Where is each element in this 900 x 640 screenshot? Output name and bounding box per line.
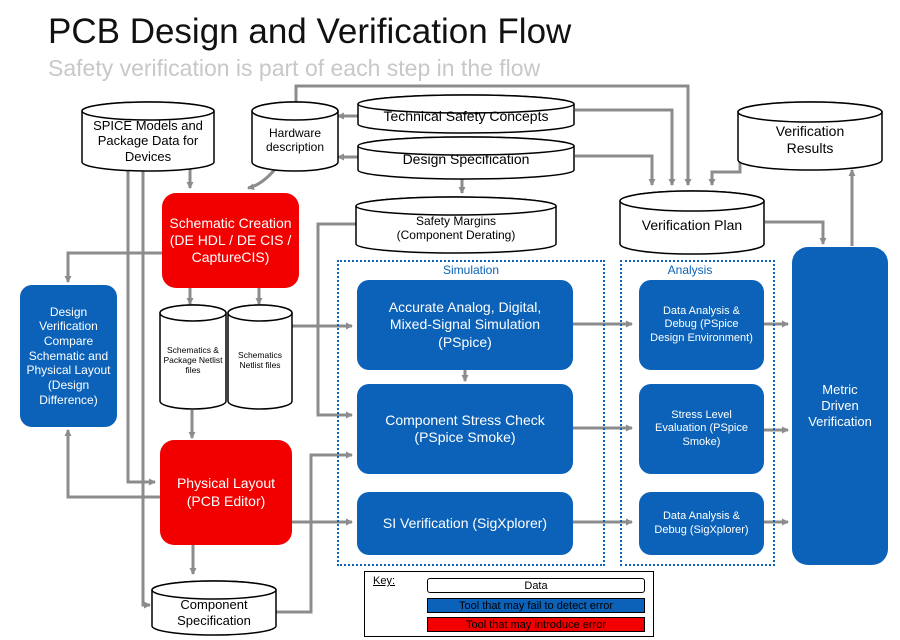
legend-title: Key: bbox=[373, 575, 396, 587]
schematic-creation-tool: Schematic Creation (DE HDL / DE CIS / Ca… bbox=[162, 193, 299, 288]
design-verification-tool: Design Verification Compare Schematic an… bbox=[20, 285, 117, 427]
arrow-schem-to-dv bbox=[64, 251, 162, 283]
simulation-group-label: Simulation bbox=[442, 263, 500, 277]
legend-blue-swatch: Tool that may fail to detect error bbox=[427, 598, 645, 613]
arrow-spice-to-layout bbox=[126, 165, 156, 486]
schematics-netlist-store: Schematics Netlist files bbox=[238, 349, 282, 370]
legend-key: Key: Data Tool that may fail to detect e… bbox=[364, 571, 654, 637]
safety-margins-store: Safety Margins (Component Derating) bbox=[396, 213, 516, 242]
si-verification-tool: SI Verification (SigXplorer) bbox=[357, 492, 573, 555]
analysis-group bbox=[620, 260, 775, 566]
physical-layout-tool: Physical Layout (PCB Editor) bbox=[160, 440, 292, 545]
verification-plan-store: Verification Plan bbox=[641, 216, 743, 233]
simulation-group bbox=[337, 260, 605, 566]
legend-data-swatch: Data bbox=[427, 578, 645, 593]
technical-safety-store: Technical Safety Concepts bbox=[383, 107, 549, 124]
arrow-spec-to-plan bbox=[575, 154, 656, 186]
component-spec-store: Component Specification bbox=[177, 597, 251, 628]
arrow-layout-to-dv bbox=[64, 429, 160, 499]
arrow-margins-to-stress bbox=[316, 222, 356, 419]
flow-arrows bbox=[64, 84, 856, 614]
accurate-simulation-tool: Accurate Analog, Digital, Mixed-Signal S… bbox=[357, 280, 573, 370]
arrow-results-to-plan bbox=[708, 160, 742, 186]
page-subtitle: Safety verification is part of each step… bbox=[48, 55, 541, 81]
stress-level-evaluation-tool: Stress Level Evaluation (PSpice Smoke) bbox=[639, 384, 764, 474]
arrow-spice-to-compspec bbox=[141, 590, 151, 609]
analysis-group-label: Analysis bbox=[667, 263, 713, 277]
spice-models-store: SPICE Models and Package Data for Device… bbox=[93, 117, 203, 164]
data-store-shapes bbox=[81, 94, 883, 636]
data-analysis-debug-sigxplorer-tool: Data Analysis & Debug (SigXplorer) bbox=[639, 492, 764, 555]
page-title: PCB Design and Verification Flow bbox=[48, 12, 572, 51]
schematics-package-netlist-store: Schematics & Package Netlist files bbox=[163, 344, 223, 376]
design-spec-store: Design Specification bbox=[402, 150, 530, 167]
arrow-top-loop bbox=[294, 84, 692, 186]
metric-driven-verification-tool: Metric Driven Verification bbox=[792, 247, 888, 565]
arrow-safety-to-plan bbox=[575, 108, 676, 186]
legend-red-swatch: Tool that may introduce error bbox=[427, 617, 645, 632]
hardware-description-store: Hardware description bbox=[265, 125, 325, 154]
arrow-plan-to-metric bbox=[765, 220, 827, 245]
arrow-compspec-to-stress bbox=[275, 451, 353, 614]
arrow-hw-to-schem bbox=[247, 167, 278, 191]
data-analysis-debug-pspice-tool: Data Analysis & Debug (PSpice Design Env… bbox=[639, 280, 764, 370]
component-stress-check-tool: Component Stress Check (PSpice Smoke) bbox=[357, 384, 573, 474]
verification-results-store: Verification Results bbox=[775, 123, 845, 156]
